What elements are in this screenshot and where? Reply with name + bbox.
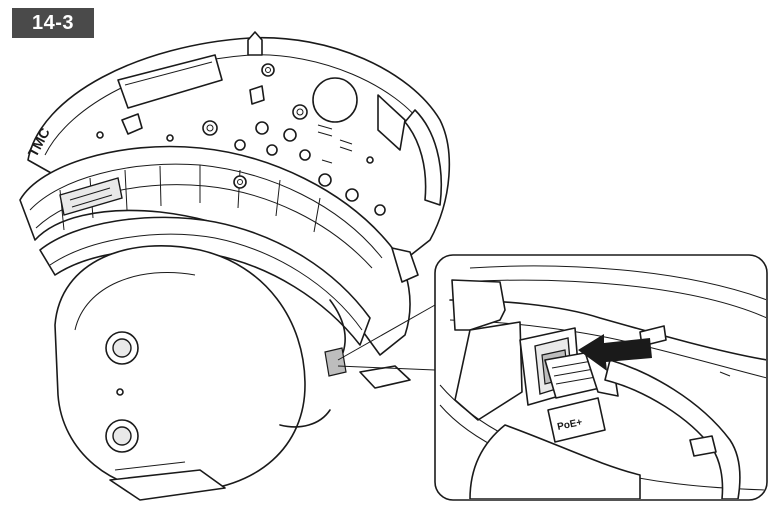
step-badge: 14-3 [12,8,94,38]
camera-housing-ring [19,145,419,389]
detail-inset: PoE+ [434,254,768,501]
callout-leader-line-lower [337,365,436,371]
arrow-left-icon [578,334,652,371]
callout-leader-line [337,304,436,361]
camera-dome [54,245,331,501]
port-label: PoE+ [556,417,583,433]
